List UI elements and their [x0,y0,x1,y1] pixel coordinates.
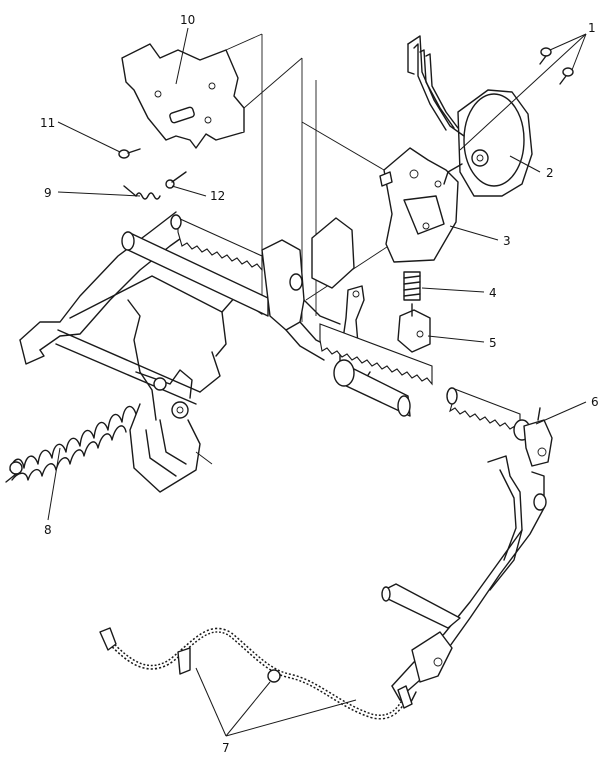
part-12-screw [165,171,187,189]
callout-2: 2 [546,166,554,180]
left-lever-assembly [127,299,213,493]
part-5-actuator [397,303,431,353]
callout-11: 11 [40,116,55,130]
part-8-coil-spring [5,405,137,483]
callout-6: 6 [591,395,599,409]
callout-9: 9 [44,186,52,200]
part-9-spring [123,185,161,200]
part-6-clip [523,407,553,467]
part-10-bracket-plate [121,43,245,149]
callout-12: 12 [210,189,225,203]
callout-3: 3 [503,234,511,248]
callout-5: 5 [489,336,497,350]
callout-7: 7 [222,741,230,755]
left-guide-rod [121,214,269,317]
leader-lines [47,27,587,737]
part-3-mounting-bracket [379,147,459,263]
callout-8: 8 [44,523,52,537]
right-carriage-frame [381,455,547,705]
callout-4: 4 [489,286,497,300]
part-4-spring [403,271,421,301]
center-guide-rod [319,323,433,417]
part-2-motor [443,89,533,197]
part-11-screw [118,148,141,159]
callout-1: 1 [588,21,596,35]
right-guide-rod [446,387,531,441]
part-1-screws [539,47,574,85]
callout-10: 10 [180,13,195,27]
callout-labels: 1 2 3 4 5 6 7 8 9 10 11 12 [40,13,599,755]
motor-wire-harness [407,35,465,137]
part-7-cable [99,627,413,720]
